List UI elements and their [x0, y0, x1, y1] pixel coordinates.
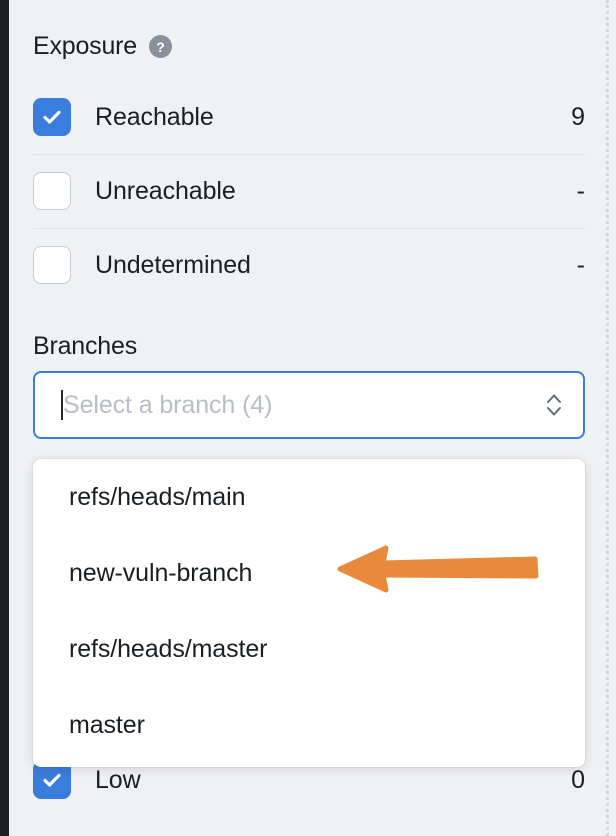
left-dark-gutter [0, 0, 9, 836]
exposure-row-reachable[interactable]: Reachable 9 [33, 80, 585, 154]
severity-row-count: 0 [571, 765, 585, 794]
right-dotted-divider [606, 0, 609, 836]
severity-row-low[interactable]: Low 0 [33, 750, 585, 810]
checkbox-unreachable[interactable] [33, 172, 71, 210]
exposure-row-label: Unreachable [95, 176, 236, 205]
exposure-row-unreachable[interactable]: Unreachable - [33, 154, 585, 228]
filters-content: Exposure ? Reachable 9 Un [33, 0, 585, 836]
branch-option-new-vuln-branch[interactable]: new-vuln-branch [69, 558, 253, 587]
branch-option-refs-heads-master[interactable]: refs/heads/master [69, 634, 268, 663]
severity-row-label: Low [95, 765, 141, 794]
text-caret [61, 390, 63, 420]
exposure-row-count: 9 [571, 102, 585, 131]
chevron-up-down-icon[interactable] [543, 388, 565, 422]
exposure-row-count: - [576, 176, 585, 205]
exposure-row-count: - [576, 250, 585, 279]
exposure-row-label: Reachable [95, 102, 214, 131]
exposure-row-undetermined[interactable]: Undetermined - [33, 228, 585, 302]
branch-select-text-area[interactable]: Select a branch (4) [61, 390, 533, 420]
exposure-section-header: Exposure ? [33, 32, 173, 61]
checkbox-low[interactable] [33, 761, 71, 799]
branch-option-refs-heads-main[interactable]: refs/heads/main [69, 482, 246, 511]
exposure-filter-list: Reachable 9 Unreachable - Undete [33, 80, 585, 302]
branch-select-placeholder: Select a branch (4) [63, 390, 273, 419]
branch-dropdown-list: refs/heads/main new-vuln-branch refs/hea… [33, 459, 585, 767]
checkbox-reachable[interactable] [33, 98, 71, 136]
question-mark-icon[interactable]: ? [149, 35, 173, 58]
checkbox-undetermined[interactable] [33, 246, 71, 284]
exposure-title: Exposure [33, 32, 138, 60]
branch-option-master[interactable]: master [69, 710, 145, 739]
branch-select-input[interactable]: Select a branch (4) [33, 371, 585, 439]
branches-section-header: Branches [33, 332, 137, 361]
exposure-row-label: Undetermined [95, 250, 251, 279]
branches-title: Branches [33, 332, 138, 360]
